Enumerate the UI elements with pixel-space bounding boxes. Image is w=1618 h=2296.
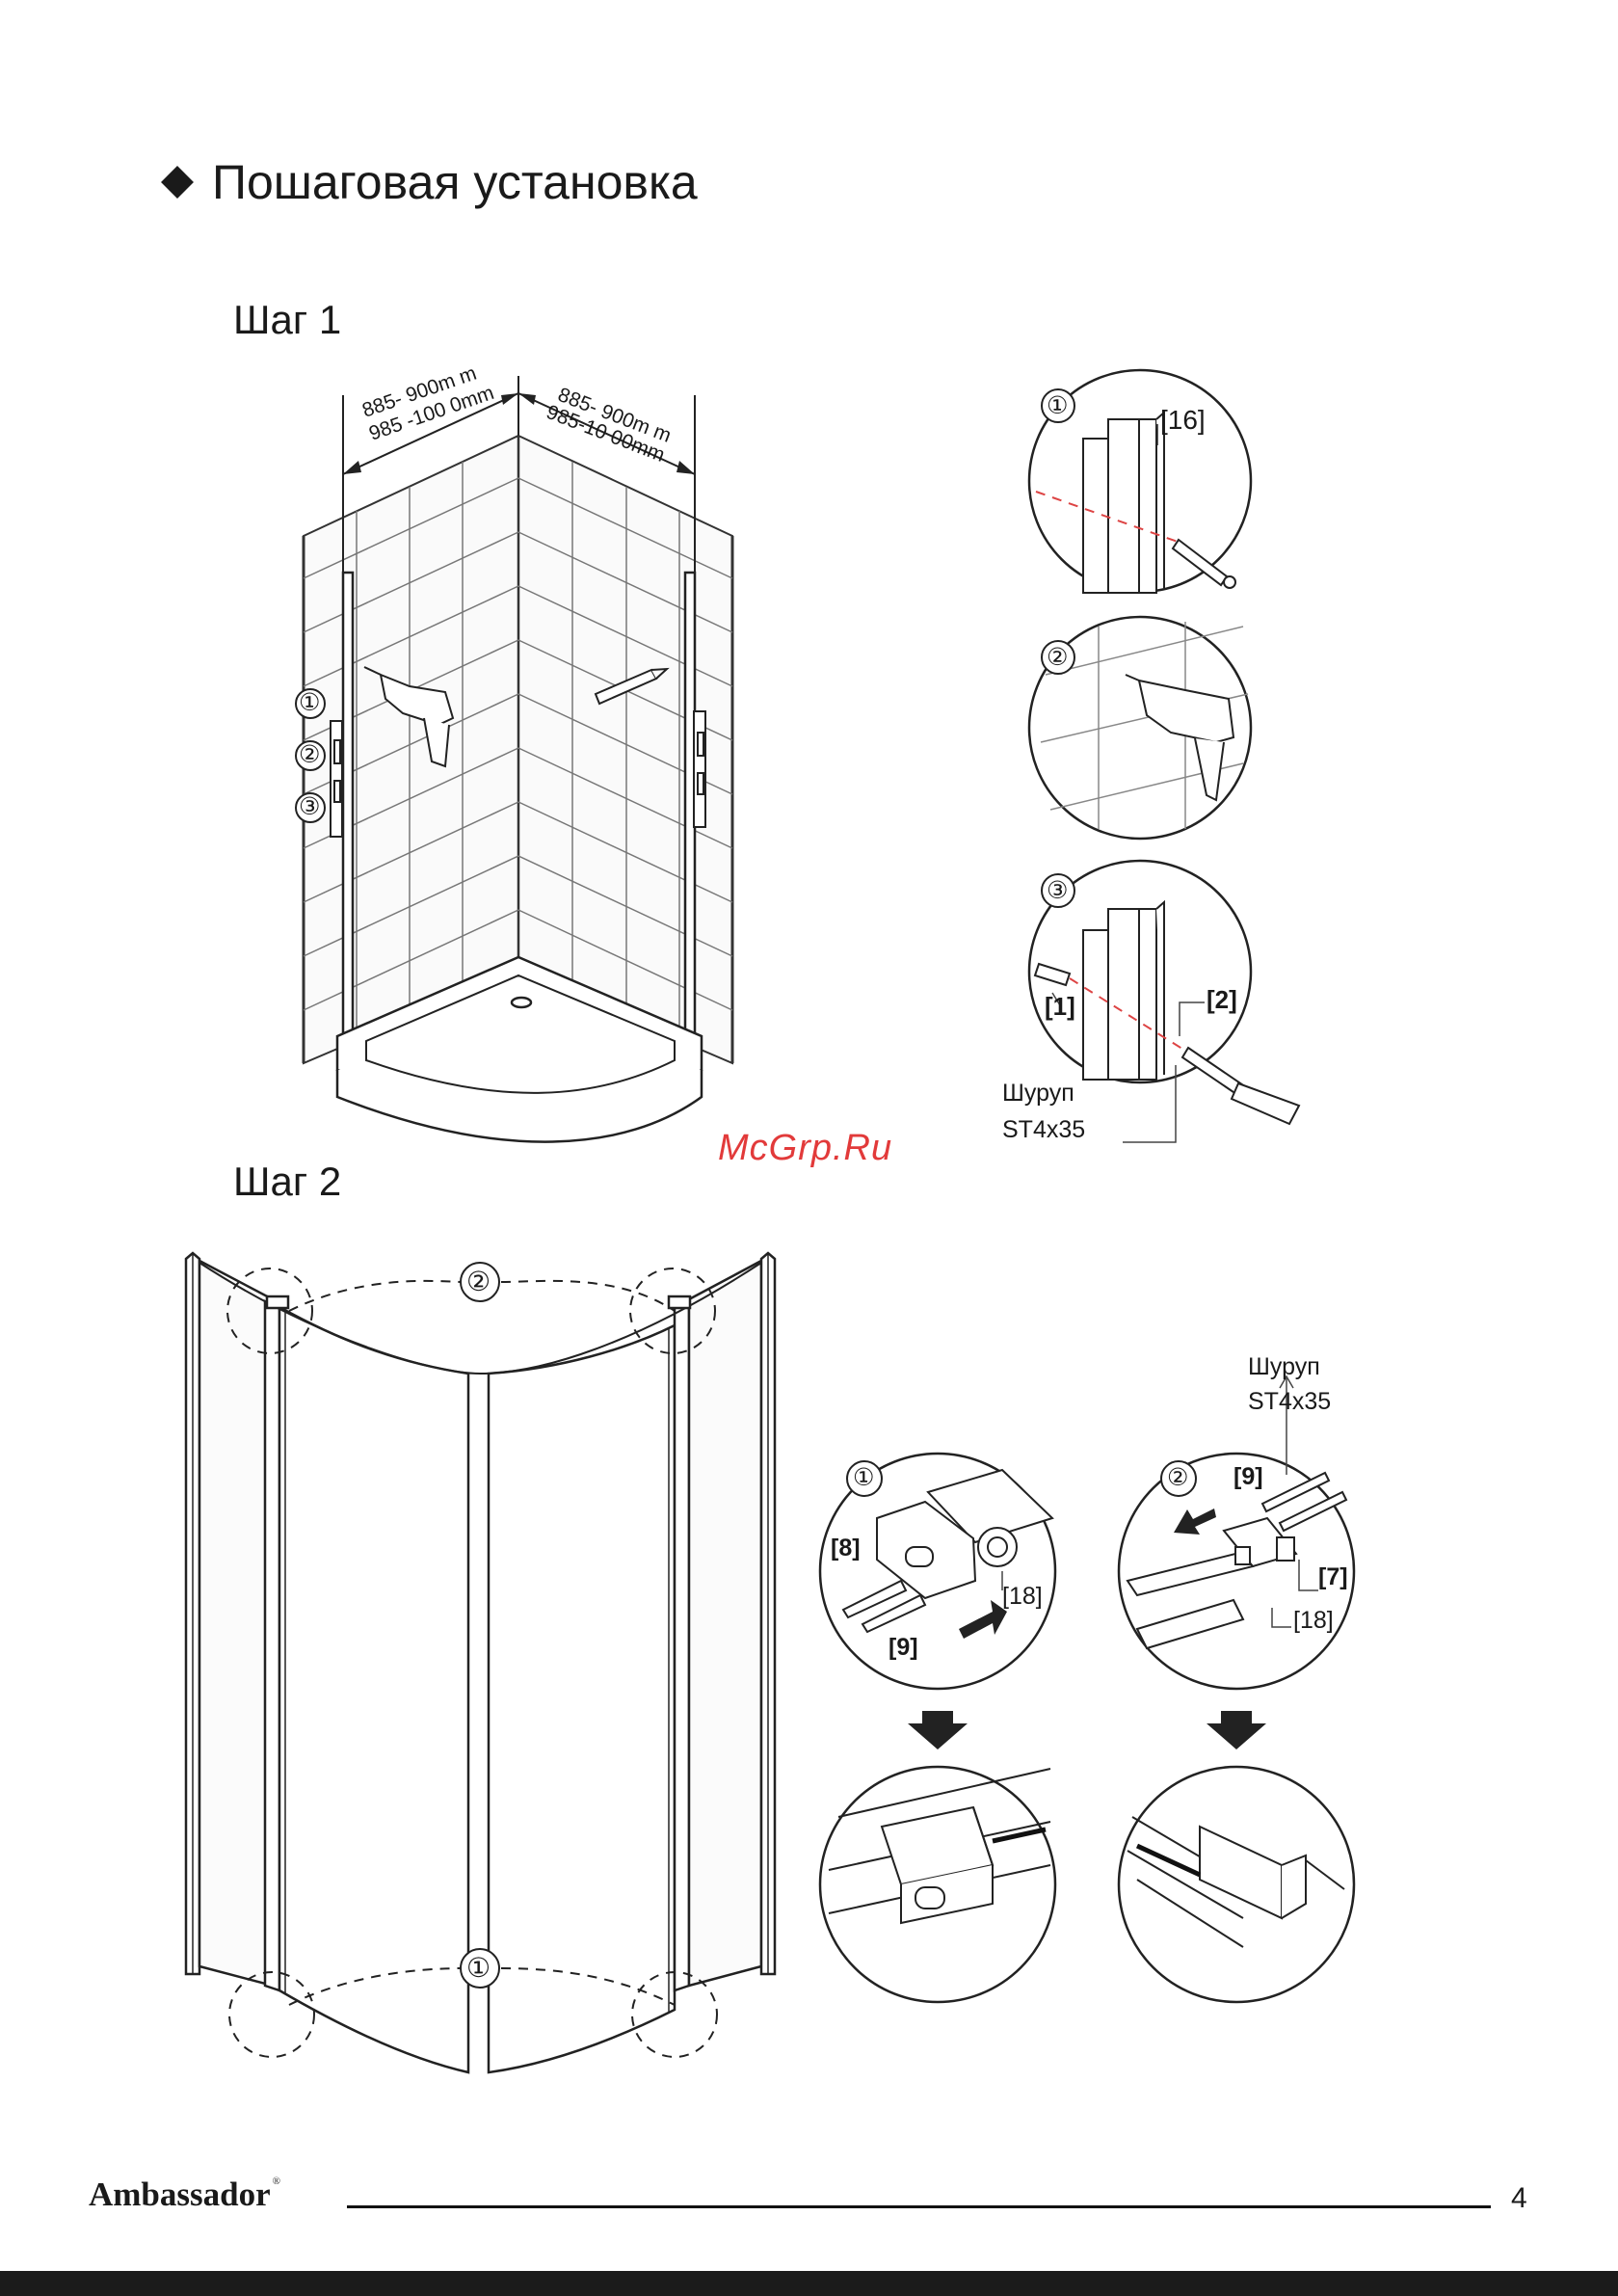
- watermark: McGrp.Ru: [718, 1128, 892, 1169]
- step2-detail2-number: ②: [1167, 1463, 1188, 1492]
- step1-callout-1: ①: [299, 688, 320, 717]
- step2-callout-top: ②: [466, 1266, 491, 1297]
- step1-screw-size: ST4x35: [1002, 1116, 1085, 1144]
- step2-detail1-part-c: [18]: [1002, 1583, 1043, 1611]
- step2-detail2-part-c: [18]: [1293, 1607, 1334, 1635]
- step2-screw-size: ST4x35: [1248, 1388, 1331, 1416]
- step1-detail1-part: [16]: [1160, 405, 1206, 436]
- step2-title: Шаг 2: [233, 1159, 341, 1205]
- step2-screw-label: Шуруп: [1248, 1353, 1320, 1381]
- step1-callout-2: ②: [299, 740, 320, 769]
- step2-detail1-part-b: [9]: [889, 1634, 918, 1662]
- section-heading: Пошаговая установка: [166, 154, 698, 210]
- step1-detail2-number: ②: [1047, 643, 1068, 672]
- step2-detail1-number: ①: [853, 1463, 874, 1492]
- step1-detail3-plug-part: [1]: [1045, 992, 1075, 1022]
- step2-callout-bottom: ①: [466, 1952, 491, 1984]
- bottom-bar: [0, 2271, 1618, 2296]
- step2-detail2-part-a: [9]: [1233, 1463, 1263, 1491]
- page-number: 4: [1511, 2182, 1527, 2215]
- step1-callout-3: ③: [299, 792, 320, 821]
- brand-logo: Ambassador®: [89, 2176, 280, 2214]
- diamond-bullet-icon: [161, 166, 194, 199]
- step2-detail2-part-b: [7]: [1318, 1563, 1348, 1591]
- step1-detail3-screw-part: [2]: [1207, 985, 1237, 1015]
- step2-detail1-part-a: [8]: [831, 1535, 861, 1562]
- section-title: Пошаговая установка: [212, 154, 698, 210]
- step1-title: Шаг 1: [233, 297, 341, 343]
- step1-detail1-number: ①: [1047, 391, 1068, 420]
- step1-screw-label: Шуруп: [1002, 1080, 1074, 1108]
- footer-rule: [347, 2205, 1491, 2208]
- step1-detail3-number: ③: [1047, 876, 1068, 905]
